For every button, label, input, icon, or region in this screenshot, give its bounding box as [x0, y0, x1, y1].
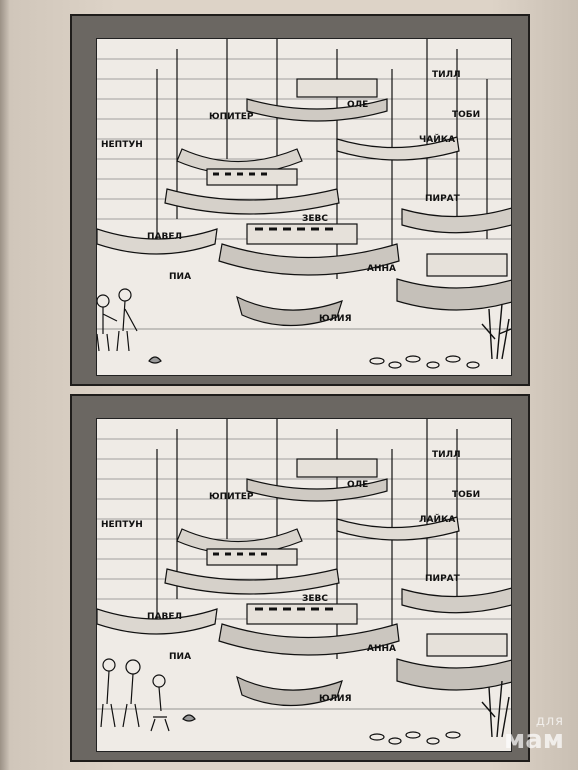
boat-label-till: ТИЛЛ: [432, 450, 461, 460]
book-spine-shadow: [0, 0, 10, 770]
harbor-illustration-top: ЮПИТЕР НЕПТУН ЧАЙКА ТИЛЛ ТОБИ ОЛЕ ПИРАТ …: [97, 39, 511, 369]
boat-label-zevs: ЗЕВС: [302, 214, 328, 224]
harbor-scene-bottom: ЮПИТЕР НЕПТУН ЛАЙКА ТИЛЛ ТОБИ ОЛЕ ПИРАТ …: [96, 418, 512, 752]
boat-label-tobi: ТОБИ: [452, 490, 480, 500]
watermark-logo: для мам: [486, 714, 564, 766]
boat-label-pirat: ПИРАТ: [425, 194, 461, 204]
boat-label-pirat: ПИРАТ: [425, 574, 461, 584]
boat-label-jupiter: ЮПИТЕР: [209, 492, 254, 502]
watermark-line1: для: [535, 714, 564, 729]
boat-label-tobi: ТОБИ: [452, 110, 480, 120]
boat-label-anna: АННА: [367, 644, 396, 654]
boat-label-ole: ОЛЕ: [347, 480, 368, 490]
harbor-illustration-bottom: ЮПИТЕР НЕПТУН ЛАЙКА ТИЛЛ ТОБИ ОЛЕ ПИРАТ …: [97, 419, 511, 745]
boat-label-ole: ОЛЕ: [347, 100, 368, 110]
boat-label-yulia: ЮЛИЯ: [319, 314, 352, 324]
boat-label-chaika: ЧАЙКА: [419, 133, 455, 145]
boat-label-pia: ПИА: [169, 652, 191, 662]
boat-label-anna: АННА: [367, 264, 396, 274]
boat-label-yulia: ЮЛИЯ: [319, 694, 352, 704]
boat-label-jupiter: ЮПИТЕР: [209, 112, 254, 122]
boat-label-pavel: ПАВЕЛ: [147, 612, 182, 622]
watermark-line2: мам: [503, 725, 564, 755]
puzzle-panel-top: ЮПИТЕР НЕПТУН ЧАЙКА ТИЛЛ ТОБИ ОЛЕ ПИРАТ …: [70, 14, 530, 386]
boat-label-till: ТИЛЛ: [432, 70, 461, 80]
boat-label-neptun: НЕПТУН: [101, 140, 143, 150]
boat-label-pavel: ПАВЕЛ: [147, 232, 182, 242]
boat-label-zevs: ЗЕВС: [302, 594, 328, 604]
boat-label-pia: ПИА: [169, 272, 191, 282]
boat-label-laika: ЛАЙКА: [419, 513, 455, 525]
puzzle-panel-bottom: ЮПИТЕР НЕПТУН ЛАЙКА ТИЛЛ ТОБИ ОЛЕ ПИРАТ …: [70, 394, 530, 762]
boat-label-neptun: НЕПТУН: [101, 520, 143, 530]
harbor-scene-top: ЮПИТЕР НЕПТУН ЧАЙКА ТИЛЛ ТОБИ ОЛЕ ПИРАТ …: [96, 38, 512, 376]
